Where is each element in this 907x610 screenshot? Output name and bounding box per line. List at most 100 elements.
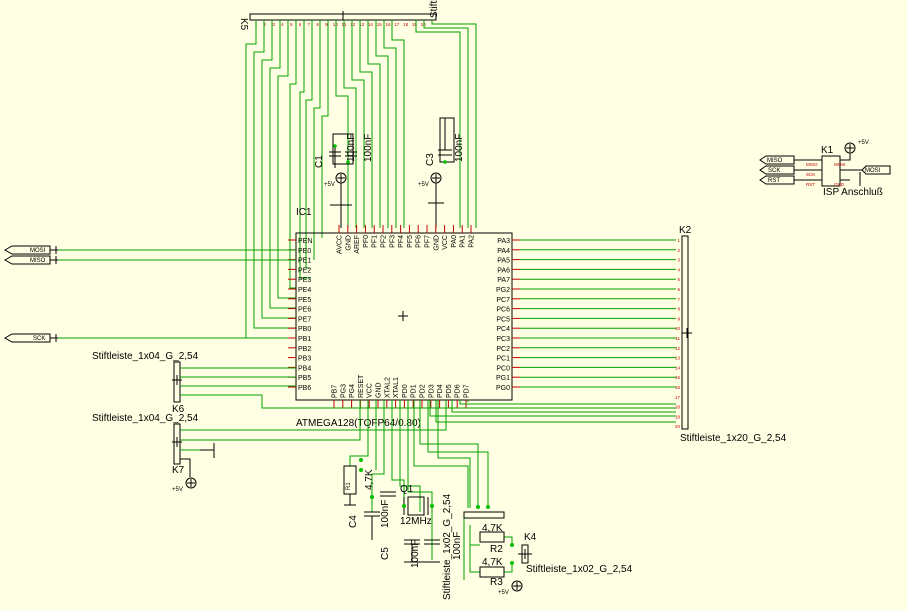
c3-supply: +5V [418,182,429,188]
mcu-value: ATMEGA128(TQFP64/0.80) [296,418,421,429]
k2-pin-number: 4 [677,267,680,272]
mcu-bottom-pin-pd4: PD4 [437,384,444,398]
r1-value: 4,7K [364,469,375,490]
k1-supply: +5V [858,140,869,146]
k2-pin-number: 13 [675,356,681,361]
mcu-right-pin-pa4: PA4 [497,248,510,255]
mcu-left-pin-pe0: PE0 [298,248,311,255]
isp-pin-miso: MISO [806,162,818,167]
flag-mosi[interactable]: MOSI [3,245,58,255]
mcu-bottom-pin-pd1: PD1 [411,384,418,398]
mcu-left-pin-pen: PEN [298,238,312,245]
k6-ref: K6 [172,404,185,415]
mcu-top-pin-pf7: PF7 [425,235,432,248]
capacitor-c3[interactable]: C3 100nF +5V [418,117,465,228]
k5-pin-number: 20 [421,22,427,27]
mcu-right-pin-pc4: PC4 [496,326,510,333]
r1-ref: R1 [346,482,352,490]
k2-value: Stiftleiste_1x20_G_2,54 [680,433,787,444]
mcu-bottom-pin-pg4: PG4 [349,384,356,398]
connector-k3[interactable]: Stiftleiste_1x02_G_2,54 [442,493,505,600]
connector-k6[interactable]: Stiftleiste_1x04_G_2,54 K6 [92,351,676,415]
k4-ref: K4 [524,532,537,543]
k5-pin-number: 10 [333,22,339,27]
k2-pin-number: 16 [675,385,681,390]
k2-pin-number: 11 [675,336,680,341]
c1-supply: +5V [324,182,335,188]
mcu-ic1[interactable]: IC1 ATMEGA128(TQFP64/0.80) PENPE0PE1PE2P… [288,207,520,429]
mcu-bottom-pin-vcc: VCC [367,383,374,398]
k7-body [173,423,181,465]
connector-k2[interactable]: K2 Stiftleiste_1x20_G_2,54 1234567891011… [675,225,787,444]
r2-ref: R2 [490,544,503,555]
r2-value: 4,7K [482,523,503,534]
mcu-right-pin-pa5: PA5 [497,258,510,265]
mcu-top-pin-avcc: AVCC [337,235,344,254]
k5-pin-number: 4 [281,22,284,27]
connector-k7[interactable]: Stiftleiste_1x04_G_2,54 K7 +5V [92,400,447,493]
resistor-r3[interactable]: 4,7K R3 [479,557,505,588]
c3-value: 100nF [454,134,465,162]
c5-value: 100nF [410,540,421,568]
capacitor-c5[interactable]: C5 100nF 100nF [380,532,463,568]
resistor-r1[interactable]: R1 4,7K [343,458,375,506]
k5-pin-number: 9 [325,22,328,27]
mcu-top-pin-pf1: PF1 [372,235,379,248]
isp-miso-label: MISO [767,158,783,164]
k2-pin-number: 15 [675,375,681,380]
mcu-top-pin-gnd: GND [345,235,352,251]
k2-ref: K2 [679,225,692,236]
mcu-right-pin-pc0: PC0 [496,365,510,372]
mcu-bottom-pin-pg3: PG3 [340,384,347,398]
c4-ref: C4 [348,515,359,528]
crystal-q1[interactable]: Q1 12MHz [400,484,434,527]
mcu-top-pin-pf4: PF4 [398,235,405,248]
k4-value: Stiftleiste_1x02_G_2,54 [526,564,633,575]
k1-ref: K1 [821,145,834,156]
k2-pin-number: 9 [677,316,680,321]
mcu-right-pin-pa7: PA7 [497,277,510,284]
connector-k4[interactable]: K4 Stiftleiste_1x02_G_2,54 +5V [498,532,633,596]
mcu-top-pin-pa0: PA0 [451,235,458,248]
resistor-r2[interactable]: 4,7K R2 [479,523,505,555]
k2-pin-number: 1 [677,238,680,243]
c1-value: 100nF [346,134,357,162]
q1-value: 12MHz [400,516,432,527]
mcu-left-pin-pe2: PE2 [298,267,311,274]
mcu-right-pin-pc2: PC2 [496,346,510,353]
capacitor-c1[interactable]: C1 100nF 100nF +5V [314,133,374,228]
mcu-bottom-pin-pd6: PD6 [455,384,462,398]
mcu-bottom-pin-xtal1: XTAL1 [393,377,400,398]
k2-pin-number: 17 [675,395,681,400]
k1-value: ISP Anschluß [823,187,883,198]
k5-pin-number: 19 [412,22,418,27]
k5-pin-number: 16 [385,22,391,27]
net-flags: MOSI MISO SCK [3,245,296,343]
connector-k1-isp[interactable]: MISO SCK RST K1 MISO SCK RST MOSI GND +5… [759,140,891,198]
k2-wires [520,239,676,388]
isp-rst-label: RST [768,178,780,184]
flag-sck[interactable]: SCK [3,333,58,343]
mcu-right-pin-pg2: PG2 [496,287,510,294]
k2-pin-number: 19 [675,414,681,419]
flag-miso[interactable]: MISO [3,255,58,265]
k6-value: Stiftleiste_1x04_G_2,54 [92,351,199,362]
k5-pin-number: 17 [394,22,400,27]
c5-ref: C5 [380,547,391,560]
k6-body [173,361,181,403]
mcu-left-pin-pb1: PB1 [298,336,311,343]
k5-pin-number: 13 [359,22,365,27]
k5-pin-number: 18 [403,22,409,27]
mcu-left-pin-pe4: PE4 [298,287,311,294]
mcu-left-pin-pe6: PE6 [298,307,311,314]
mcu-bottom-pin-pd2: PD2 [420,384,427,398]
capacitor-c4[interactable]: C4 100nF [348,491,396,540]
k2-pin-number: 12 [675,346,681,351]
mcu-top-pin-pf5: PF5 [407,235,414,248]
mcu-top-pin-pf6: PF6 [416,235,423,248]
k5-pin-number: 15 [377,22,383,27]
k2-pin-number: 6 [677,287,680,292]
